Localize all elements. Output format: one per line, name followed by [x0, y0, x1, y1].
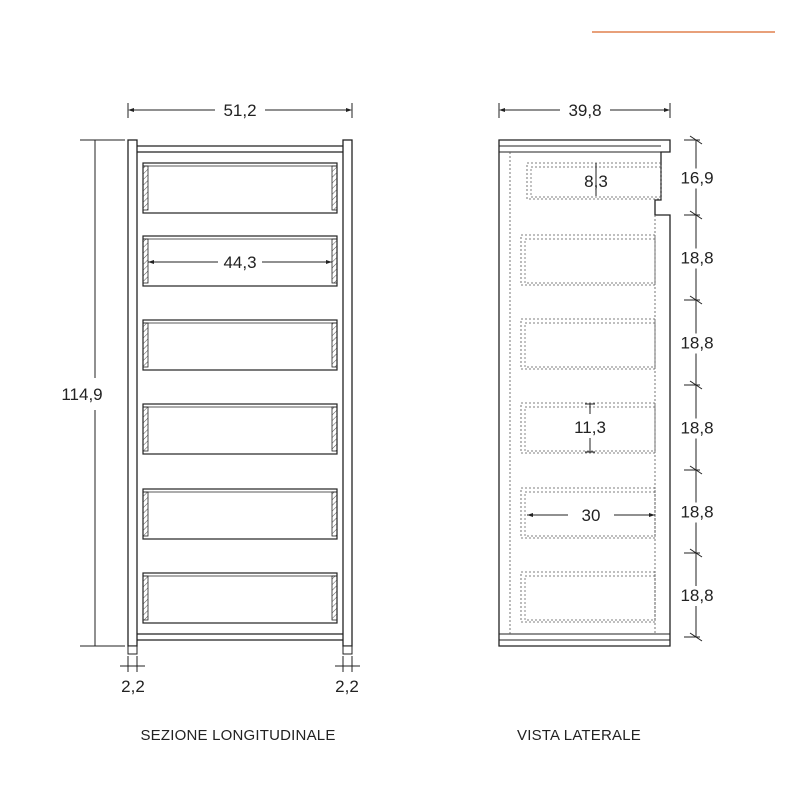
side-row-height-label: 16,9 [680, 169, 713, 188]
side-row-height-label: 18,8 [680, 334, 713, 353]
side-depth-dimension: 39,8 [498, 101, 671, 120]
side-row-label-bg [674, 248, 720, 269]
front-drawers [142, 162, 338, 624]
side-row-height-label: 18,8 [680, 503, 713, 522]
front-height-dimension: 114,9 [61, 139, 125, 647]
side-drawer [520, 318, 656, 370]
side-drawer [520, 487, 656, 539]
side-depth-label: 39,8 [568, 101, 601, 120]
side-row-label-bg [674, 586, 720, 606]
side-drawer [520, 571, 656, 623]
side-drawer-depth-dimension: 30 [527, 506, 655, 525]
front-left-foot [127, 645, 138, 655]
front-drawer [142, 319, 338, 371]
front-inner-width-label: 44,3 [223, 253, 256, 272]
side-row-dimensions: 16,9 18,8 18,8 18,8 18,8 18,8 [674, 135, 720, 642]
front-width-dimension: 51,2 [127, 101, 353, 120]
front-view-caption: SEZIONE LONGITUDINALE [140, 727, 335, 744]
foot-left-dimension: 2,2 [120, 656, 145, 696]
side-row-label-bg [674, 502, 720, 523]
front-view: 51,2 114,9 44,3 [61, 101, 360, 744]
front-right-foot [342, 645, 353, 655]
side-drawer-height-dimension: 11,3 [574, 403, 606, 453]
front-right-upright [342, 139, 353, 647]
front-width-label: 51,2 [223, 101, 256, 120]
side-top-drawer-height-dimension: 8,3 [584, 163, 608, 196]
front-drawer [142, 162, 338, 214]
foot-left-label: 2,2 [121, 677, 145, 696]
side-row-label-bg [674, 168, 720, 189]
side-view: 39,8 8,3 11,3 30 [498, 101, 720, 744]
side-drawer [520, 234, 656, 286]
side-row-label-bg [674, 418, 720, 439]
front-left-upright [127, 139, 138, 647]
side-drawer-depth-label: 30 [582, 506, 601, 525]
front-drawer [142, 235, 338, 287]
foot-right-label: 2,2 [335, 677, 359, 696]
side-row-height-label: 18,8 [680, 249, 713, 268]
side-view-caption: VISTA LATERALE [517, 727, 641, 744]
front-height-label: 114,9 [61, 385, 102, 404]
front-drawer [142, 488, 338, 540]
side-row-label-bg [674, 333, 720, 354]
side-body-outline [498, 139, 671, 647]
side-top-drawer-height-label: 8,3 [584, 172, 608, 191]
foot-right-dimension: 2,2 [335, 656, 360, 696]
side-row-height-label: 18,8 [680, 586, 713, 605]
front-drawer [142, 403, 338, 455]
side-drawer-height-label: 11,3 [574, 418, 606, 437]
front-drawer [142, 572, 338, 624]
side-row-height-label: 18,8 [680, 419, 713, 438]
front-inner-width-dimension: 44,3 [148, 253, 332, 272]
